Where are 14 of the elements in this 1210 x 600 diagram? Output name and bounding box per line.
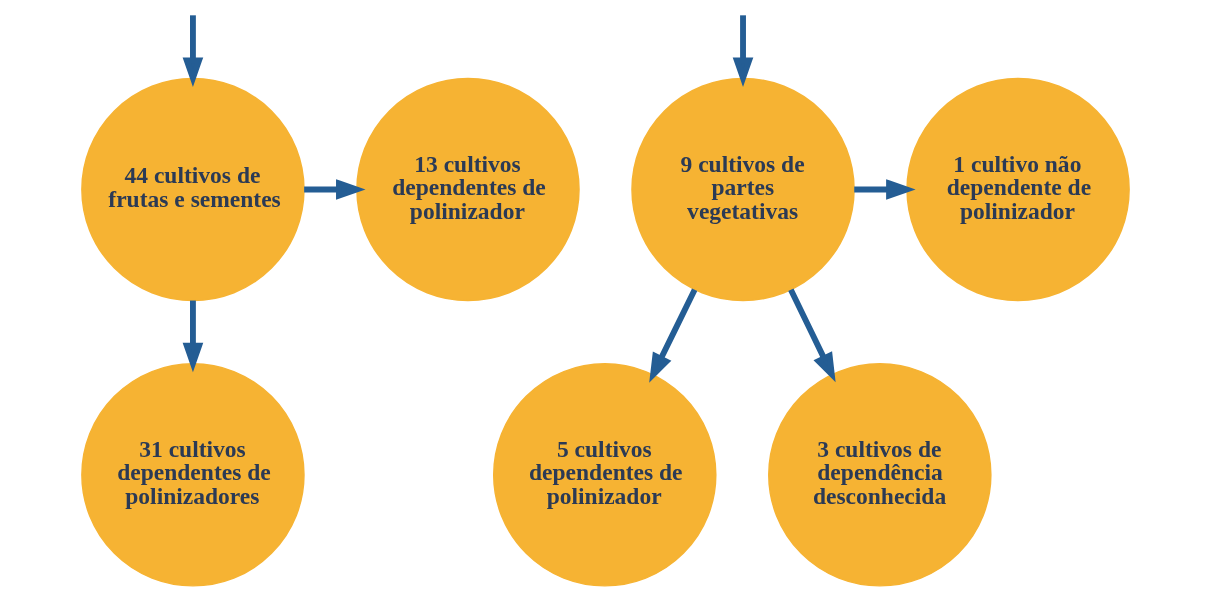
node-circle: 5 cultivos dependentes de polinizador: [492, 363, 717, 587]
node-circle: 9 cultivos de partes vegetativas: [630, 77, 855, 302]
node-circle: 13 cultivos dependentes de polinizador: [355, 77, 580, 302]
arrow: [853, 179, 916, 200]
node-circle: 1 cultivo não dependente de polinizador: [905, 77, 1130, 302]
arrow: [732, 15, 753, 87]
arrow: [182, 15, 203, 87]
node-circle: 44 cultivos de frutas e sementes: [80, 77, 305, 302]
node-circle: 31 cultivos dependentes de polinizadores: [80, 363, 305, 587]
arrow: [182, 300, 203, 373]
arrow: [303, 179, 365, 200]
arrow: [787, 288, 836, 383]
arrow: [648, 288, 697, 383]
node-circle: 3 cultivos de dependência desconhecida: [767, 363, 992, 587]
